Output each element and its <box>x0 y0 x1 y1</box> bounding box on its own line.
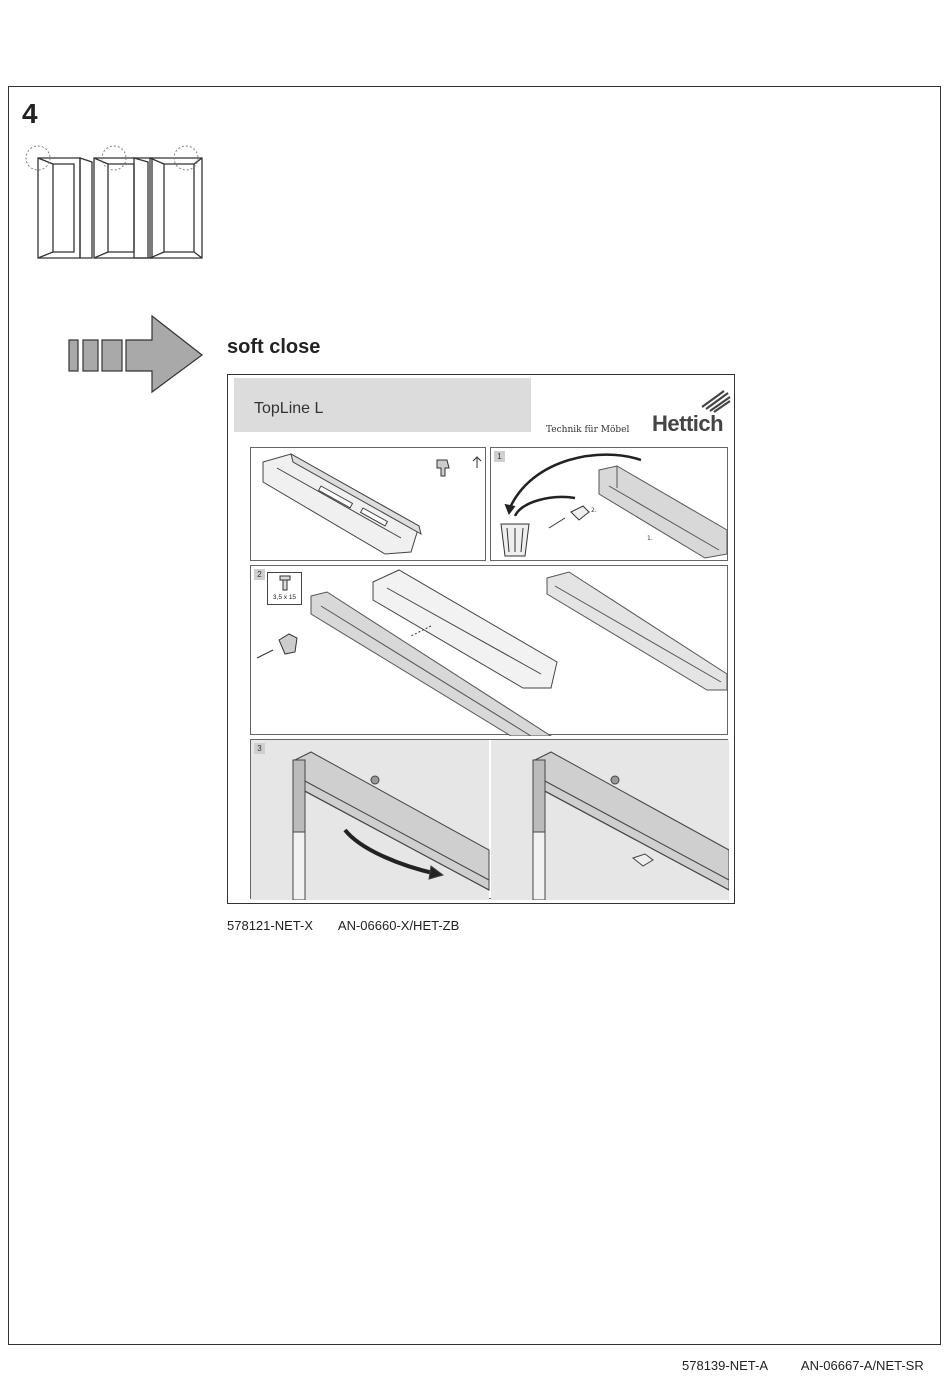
activate-soft-close-illustration <box>251 740 729 900</box>
footer-code-right: AN-06667-A/NET-SR <box>801 1358 924 1373</box>
panel-number: 3 <box>254 743 265 754</box>
wardrobe-diagram <box>22 140 212 265</box>
screw-spec-box: 3,5 x 15 <box>267 572 302 605</box>
remove-stopper-illustration: 2. 1. <box>491 448 729 562</box>
panel-step-2: 2 3,5 x 15 <box>250 565 728 735</box>
panel-overview <box>250 447 486 561</box>
product-band: TopLine L <box>234 378 531 432</box>
brand-name: Hettich <box>652 411 723 437</box>
footer-code-left: 578139-NET-A <box>682 1358 768 1373</box>
mount-runner-illustration <box>251 566 729 736</box>
product-name: TopLine L <box>254 400 323 418</box>
section-title: soft close <box>227 336 320 359</box>
panel-step-3: 3 <box>250 739 728 899</box>
direction-arrow-icon <box>66 312 206 396</box>
insert-code-left: 578121-NET-X <box>227 918 313 933</box>
page-footer: 578139-NET-A AN-06667-A/NET-SR <box>682 1358 924 1373</box>
svg-text:2.: 2. <box>591 507 597 514</box>
panel-number: 2 <box>254 569 265 580</box>
insert-codes: 578121-NET-X AN-06660-X/HET-ZB <box>227 918 481 933</box>
panel-step-1: 1 2. 1. <box>490 447 728 561</box>
panel-number: 1 <box>494 451 505 462</box>
hettich-logo-icon <box>652 385 732 413</box>
screw-icon <box>279 575 291 591</box>
runner-illustration <box>251 448 487 562</box>
step-number: 4 <box>22 98 38 130</box>
insert-code-right: AN-06660-X/HET-ZB <box>338 918 459 933</box>
screw-spec: 3,5 x 15 <box>273 594 296 601</box>
svg-text:1.: 1. <box>647 535 653 542</box>
brand-tagline: Technik für Möbel <box>546 425 629 435</box>
topline-instruction-insert: TopLine L Technik für Möbel Hettich 1 <box>227 374 735 904</box>
